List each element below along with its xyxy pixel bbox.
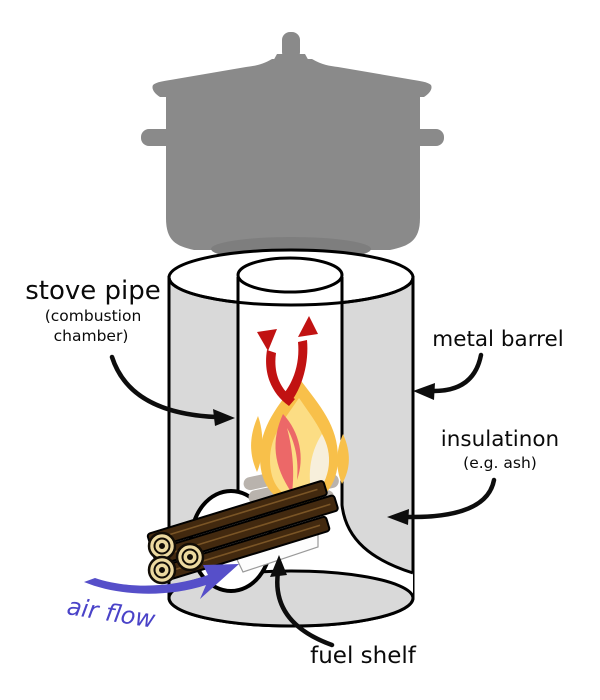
heat-arrows-icon: [257, 316, 318, 406]
flame-lick-left: [251, 416, 263, 472]
pipe-top-opening: [236, 256, 344, 294]
barrel-floor-back-edge: [257, 569, 415, 598]
pot-lid-knob: [282, 32, 300, 60]
stove-pipe-sublabel-1: (combustion: [45, 307, 142, 325]
stove-pipe-arrow: [109, 354, 219, 420]
stove-pipe-arrowhead: [213, 409, 235, 426]
insulation-sublabel: (e.g. ash): [463, 454, 537, 472]
log-ring: [153, 537, 171, 555]
flame-icon: [251, 378, 349, 505]
heat-arrow-left-body: [266, 350, 295, 406]
heat-arrow-right-body: [285, 340, 308, 399]
log-ring-core: [187, 554, 193, 560]
log-ring: [181, 548, 199, 566]
heat-arrow-left-head: [257, 329, 277, 351]
stove-pipe-label: stove pipe: [25, 276, 161, 306]
flame-red-tongue: [275, 414, 301, 493]
insulation-arrowhead: [387, 509, 409, 525]
log-end-rings: [147, 531, 205, 585]
insulation-label: insulatinon: [441, 427, 559, 452]
pot-body: [166, 96, 420, 250]
pipe-right-wall-elbow: [340, 277, 414, 575]
cooking-pot-icon: [141, 32, 444, 261]
fuel-shelf-label: fuel shelf: [310, 643, 417, 669]
insulation-arrow: [405, 477, 497, 520]
metal-barrel-arrow: [431, 352, 484, 394]
heat-arrow-right-head: [298, 316, 318, 337]
pot-lid: [152, 59, 432, 97]
barrel-front-rim-arc: [167, 277, 415, 307]
wood-sticks-icon: [146, 480, 339, 585]
fuel-shelf-arrowhead: [270, 555, 287, 577]
stove-pipe-sublabel-2: chamber): [54, 327, 129, 345]
label-arrows: [109, 352, 497, 648]
log-ring-core: [159, 567, 165, 573]
flame-lick-right: [337, 434, 349, 484]
air-flow-arrow-icon: [84, 564, 239, 599]
fuel-shelf-arrow: [275, 569, 335, 648]
metal-barrel-arrowhead: [413, 383, 435, 400]
metal-barrel-label: metal barrel: [432, 327, 563, 352]
air-flow-label: air flow: [65, 592, 157, 634]
log-ring: [153, 561, 171, 579]
log-ring-core: [159, 543, 165, 549]
